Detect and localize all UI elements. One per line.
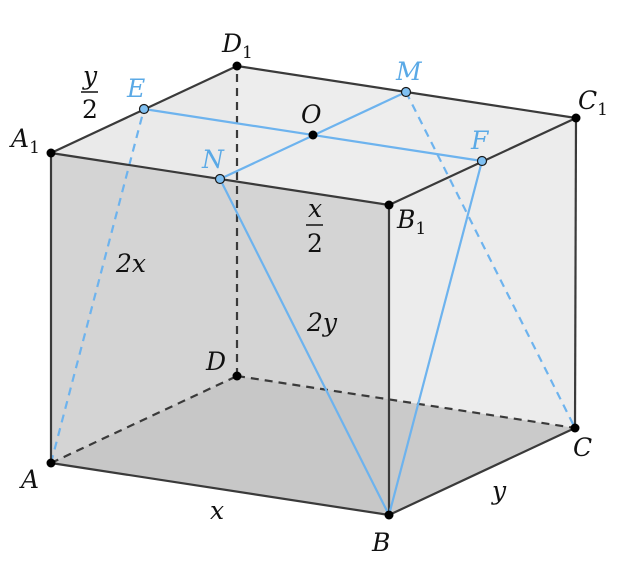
label-B1: B1 xyxy=(396,205,426,239)
label-F: F xyxy=(470,126,490,155)
vertex-A1 xyxy=(46,148,56,158)
label-D: D xyxy=(205,347,226,376)
label-E: E xyxy=(126,74,145,103)
label-C1: C1 xyxy=(578,86,608,120)
vertex-A xyxy=(46,458,56,468)
length-NB: 2y xyxy=(306,308,338,337)
bottom-face xyxy=(51,376,575,515)
vertex-D1 xyxy=(232,61,242,71)
svg-text:y: y xyxy=(82,61,98,90)
length-AB: x xyxy=(210,496,224,525)
length-BC: y xyxy=(491,476,507,505)
label-M: M xyxy=(395,57,423,86)
fraction-B1N: x 2 xyxy=(306,194,323,258)
vertex-B xyxy=(384,510,394,520)
label-A1: A1 xyxy=(9,124,40,158)
label-O: O xyxy=(301,100,322,129)
svg-text:x: x xyxy=(308,194,322,223)
segment-FB xyxy=(387,160,484,516)
vertex-C xyxy=(570,423,580,433)
edge-CC1 xyxy=(573,117,578,429)
point-N xyxy=(214,173,226,185)
length-AA1: 2x xyxy=(115,249,146,278)
label-B: B xyxy=(371,528,390,557)
label-A: A xyxy=(19,465,39,494)
point-M xyxy=(400,86,412,98)
label-N: N xyxy=(201,145,225,174)
fraction-A1E: y 2 xyxy=(81,61,98,124)
svg-text:2: 2 xyxy=(82,95,98,124)
segment-AE xyxy=(49,108,146,464)
edge-BC xyxy=(388,427,576,516)
label-C: C xyxy=(573,433,592,462)
label-D1: D1 xyxy=(221,29,253,63)
edge-AB xyxy=(50,461,390,517)
edge-DC xyxy=(236,374,576,430)
segment-NB xyxy=(219,178,390,516)
vertex-D xyxy=(232,371,242,381)
point-O xyxy=(308,130,318,140)
edge-AD xyxy=(50,375,238,464)
svg-text:2: 2 xyxy=(307,229,323,258)
point-E xyxy=(138,103,150,115)
point-F xyxy=(476,155,488,167)
segment-MC xyxy=(405,91,576,429)
vertex-B1 xyxy=(384,200,394,210)
vertex-C1 xyxy=(571,113,581,123)
